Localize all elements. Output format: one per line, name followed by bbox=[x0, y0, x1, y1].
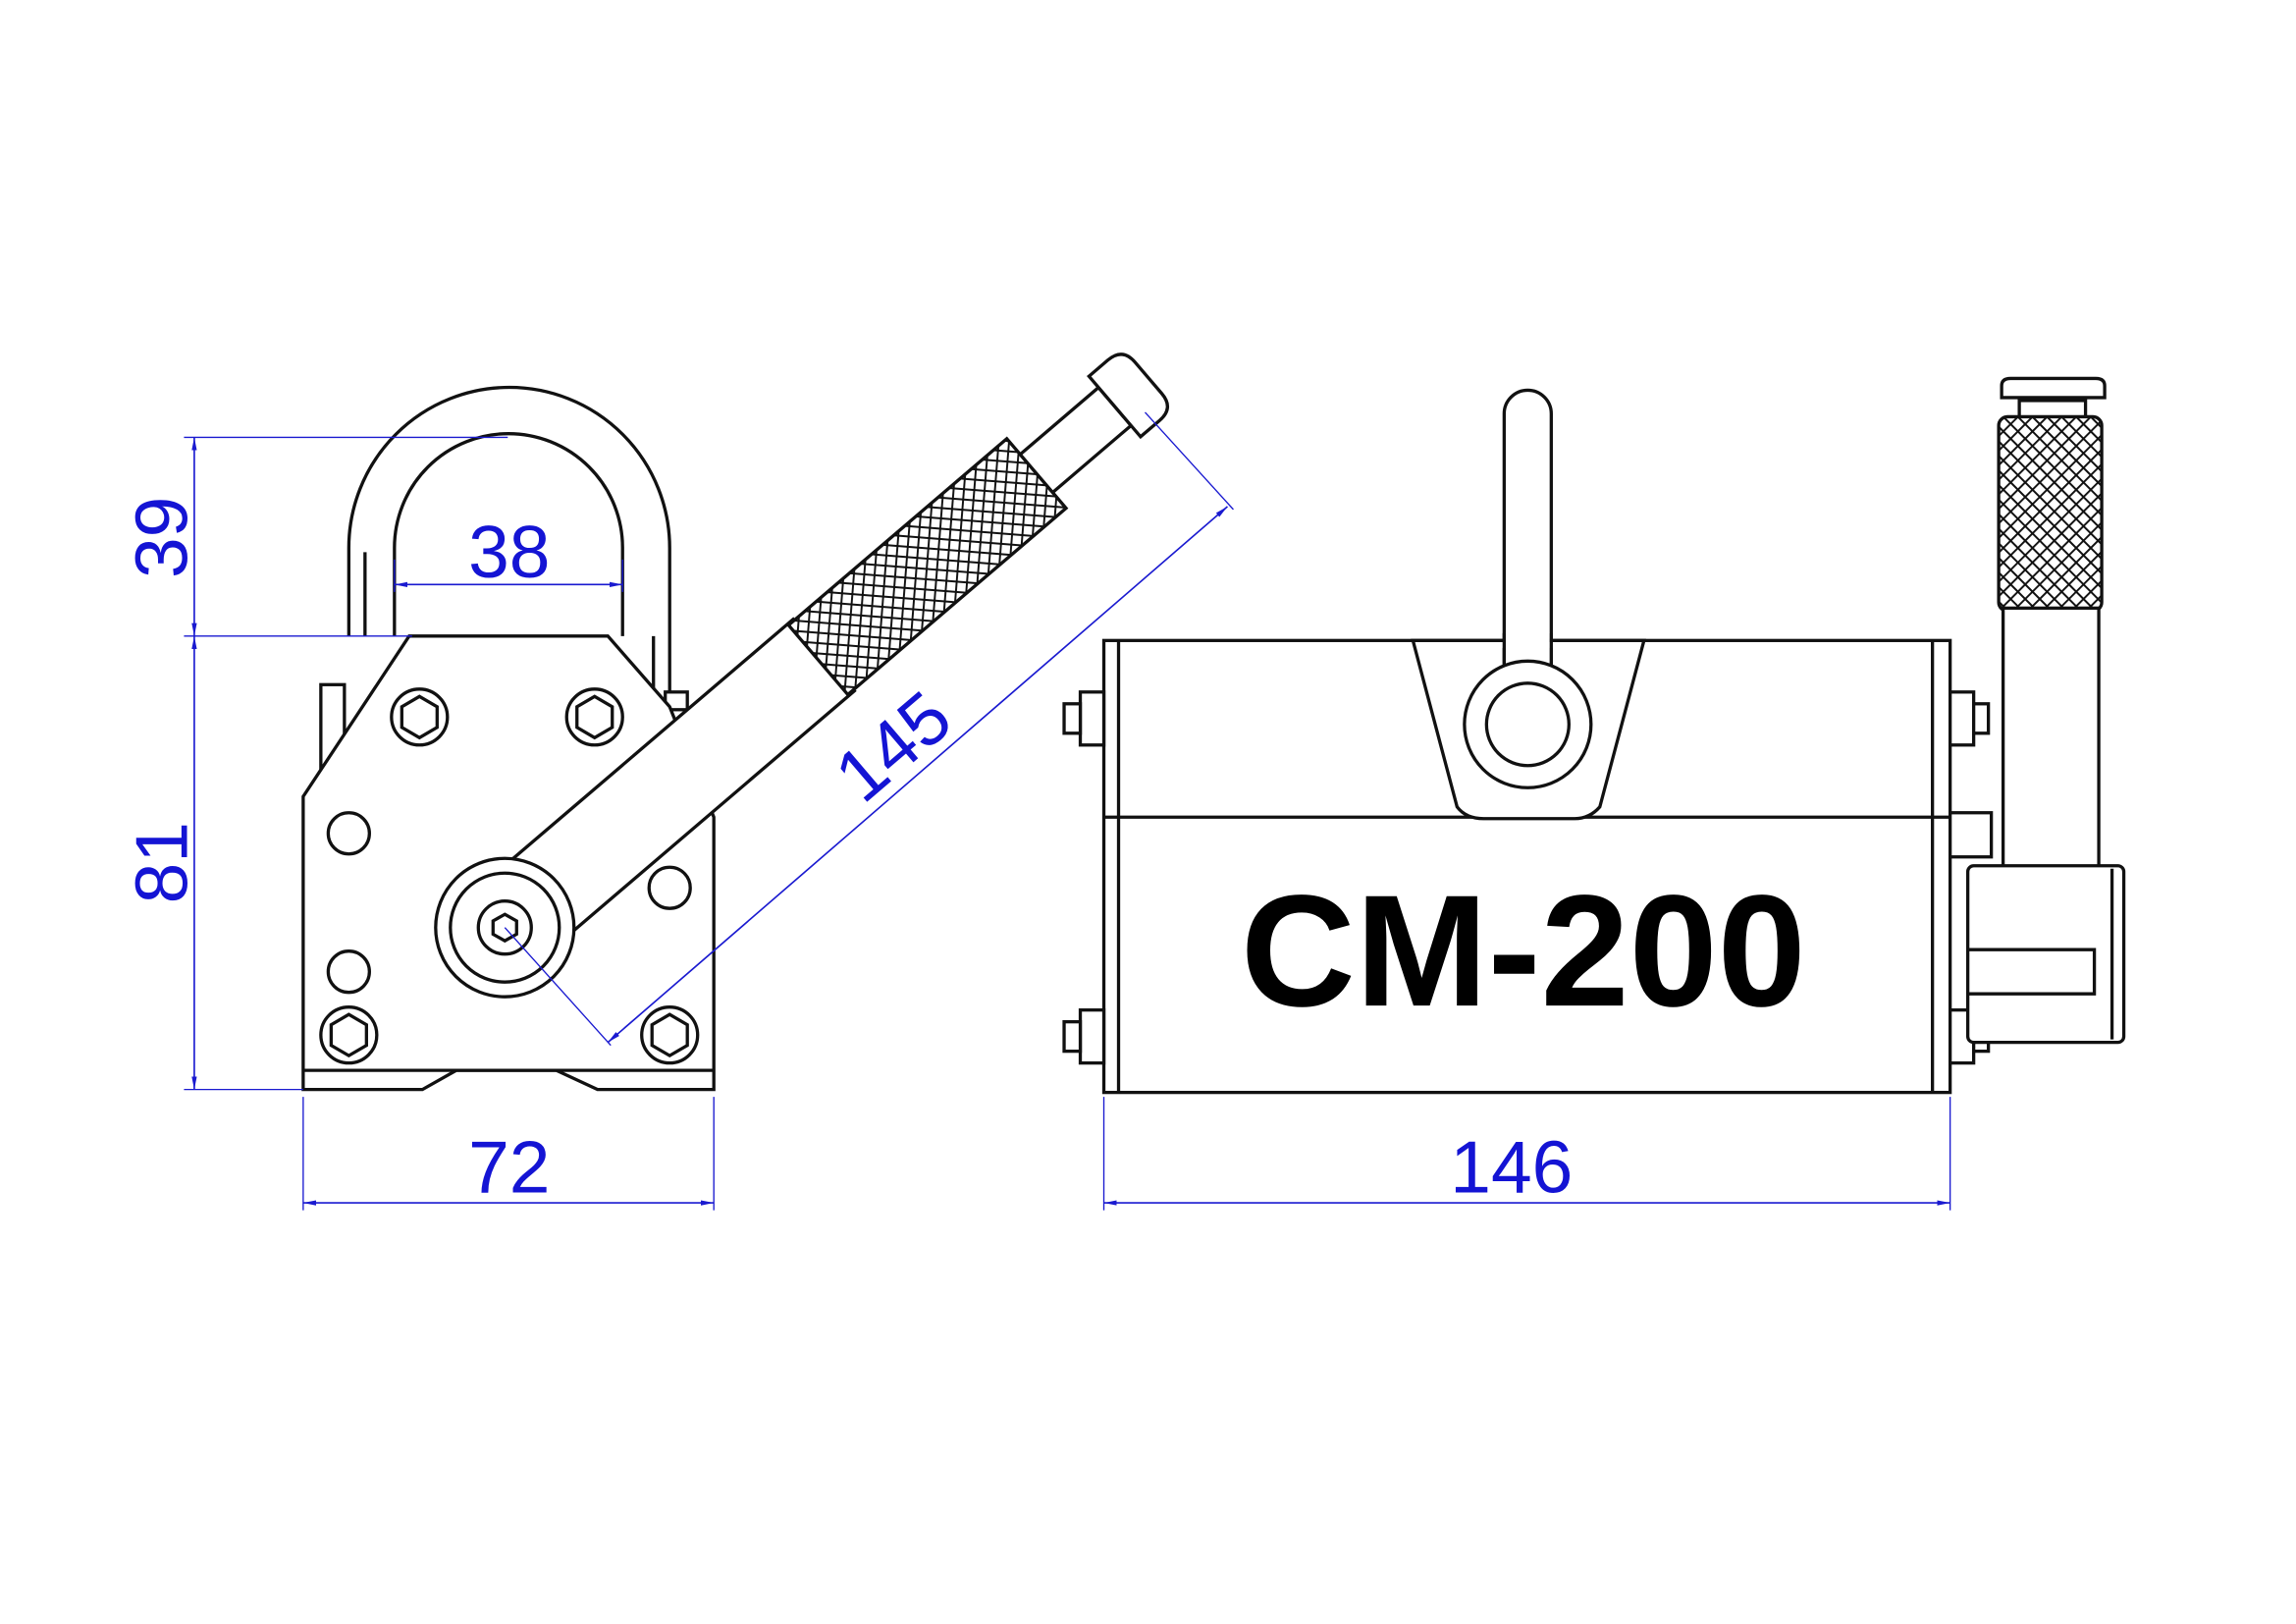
knurled-grip bbox=[786, 436, 1069, 697]
hex-socket-icon bbox=[491, 912, 518, 944]
front-view: CM-200 146 bbox=[1062, 376, 2126, 1211]
dim-shackle-width: 38 bbox=[468, 511, 550, 593]
dim-body-height: 81 bbox=[120, 822, 202, 903]
dim-body-width: 72 bbox=[468, 1126, 550, 1209]
knurled-grip bbox=[1997, 414, 2104, 613]
side-view: 39 81 38 72 145 bbox=[120, 352, 1234, 1211]
hex-bolt-icon bbox=[390, 687, 450, 747]
shackle bbox=[347, 385, 671, 707]
handle-cap bbox=[2000, 376, 2107, 400]
dim-shackle-height: 39 bbox=[120, 497, 202, 578]
hex-bolt-icon bbox=[319, 1005, 379, 1065]
hole bbox=[647, 865, 692, 910]
hex-bolt-icon bbox=[640, 1005, 700, 1065]
dim-total-length: 146 bbox=[1450, 1126, 1573, 1209]
model-label: CM-200 bbox=[1241, 862, 1806, 1040]
front-dimensions: 146 bbox=[1102, 1097, 1951, 1211]
front-handle bbox=[1965, 376, 2126, 1045]
hole bbox=[326, 949, 371, 995]
hex-bolt-icon bbox=[564, 687, 624, 747]
hole bbox=[326, 811, 371, 856]
lifting-eye-stem bbox=[1502, 388, 1553, 677]
handle-block bbox=[1965, 864, 2126, 1045]
